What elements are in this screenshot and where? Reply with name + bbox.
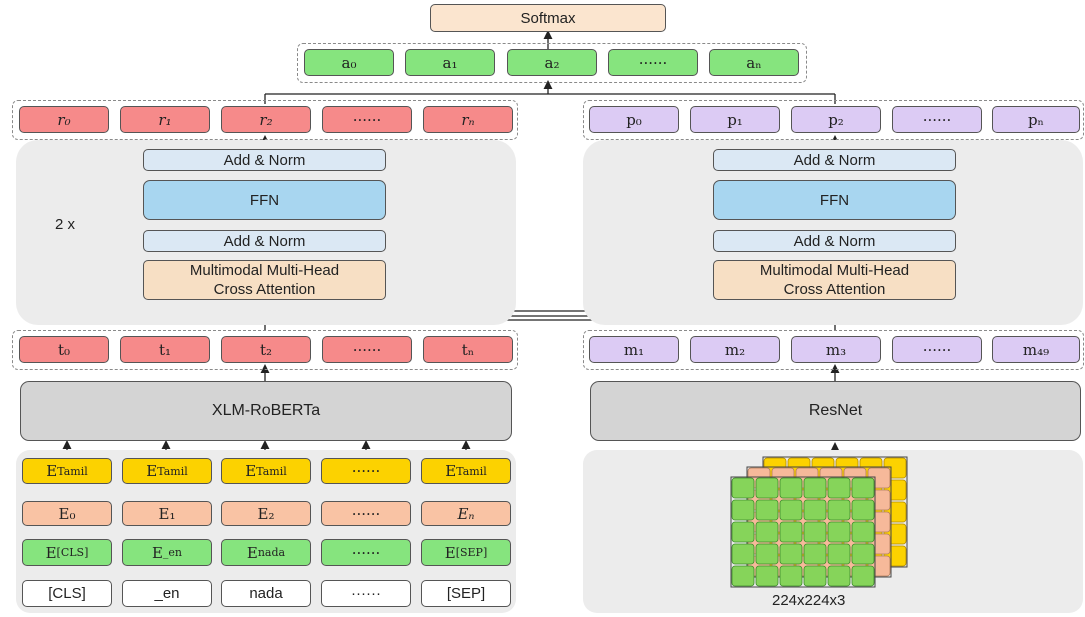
text-output-group	[12, 100, 518, 140]
tok-emb-1: E_en	[122, 539, 212, 566]
image-add-norm-top: Add & Norm	[713, 149, 956, 171]
resnet-encoder: ResNet	[590, 381, 1081, 441]
text-token-t0: t₀	[19, 336, 109, 363]
image-add-norm-bottom: Add & Norm	[713, 230, 956, 252]
image-output-group	[583, 100, 1084, 140]
image-size-label: 224x224x3	[772, 592, 846, 609]
lang-emb-ellipsis: ······	[321, 458, 411, 484]
text-output-r1: r₁	[120, 106, 210, 133]
text-add-norm-top: Add & Norm	[143, 149, 386, 171]
output-ellipsis: ······	[608, 49, 698, 76]
softmax-box: Softmax	[430, 4, 666, 32]
output-a2: a₂	[507, 49, 597, 76]
image-patch-m2: m₂	[690, 336, 780, 363]
text-token-ellipsis: ······	[322, 336, 412, 363]
tok-emb-n: E[SEP]	[421, 539, 511, 566]
token-nada: nada	[221, 580, 311, 607]
pos-emb-ellipsis: ······	[321, 501, 411, 526]
text-add-norm-bottom: Add & Norm	[143, 230, 386, 252]
text-output-ellipsis: ······	[322, 106, 412, 133]
image-output-p1: p₁	[690, 106, 780, 133]
token-ellipsis: ······	[321, 580, 411, 607]
text-cross-attention: Multimodal Multi-Head Cross Attention	[143, 260, 386, 300]
tok-emb-ellipsis: ······	[321, 539, 411, 566]
output-a0: a₀	[304, 49, 394, 76]
image-tensor-icon	[730, 456, 908, 588]
image-patch-m49: m₄₉	[992, 336, 1080, 363]
image-cross-attention: Multimodal Multi-Head Cross Attention	[713, 260, 956, 300]
text-token-tn: tₙ	[423, 336, 513, 363]
text-output-r2: r₂	[221, 106, 311, 133]
text-token-group	[12, 330, 518, 370]
image-output-p2: p₂	[791, 106, 881, 133]
text-cross-attention-line1: Multimodal Multi-Head	[189, 262, 340, 279]
text-token-t2: t₂	[221, 336, 311, 363]
text-output-rn: rₙ	[423, 106, 513, 133]
output-a1: a₁	[405, 49, 495, 76]
token-sep: [SEP]	[421, 580, 511, 607]
pos-emb-0: E₀	[22, 501, 112, 526]
image-cross-attention-line2: Cross Attention	[783, 281, 886, 298]
token-cls: [CLS]	[22, 580, 112, 607]
text-output-r0: r₀	[19, 106, 109, 133]
image-patch-group	[583, 330, 1084, 370]
text-token-t1: t₁	[120, 336, 210, 363]
image-patch-m3: m₃	[791, 336, 881, 363]
image-output-pn: pₙ	[992, 106, 1080, 133]
text-cross-attention-line2: Cross Attention	[213, 281, 316, 298]
image-output-ellipsis: ······	[892, 106, 982, 133]
repeat-label: 2 x	[55, 216, 76, 233]
image-ffn: FFN	[713, 180, 956, 220]
text-ffn: FFN	[143, 180, 386, 220]
pos-emb-n: Eₙ	[421, 501, 511, 526]
final-output-group	[297, 43, 807, 83]
tok-emb-0: E[CLS]	[22, 539, 112, 566]
image-patch-m1: m₁	[589, 336, 679, 363]
pos-emb-2: E₂	[221, 501, 311, 526]
output-an: aₙ	[709, 49, 799, 76]
image-patch-ellipsis: ······	[892, 336, 982, 363]
token-en: _en	[122, 580, 212, 607]
pos-emb-1: E₁	[122, 501, 212, 526]
image-output-p0: p₀	[589, 106, 679, 133]
image-cross-attention-line1: Multimodal Multi-Head	[759, 262, 910, 279]
xlm-roberta-encoder: XLM-RoBERTa	[20, 381, 512, 441]
